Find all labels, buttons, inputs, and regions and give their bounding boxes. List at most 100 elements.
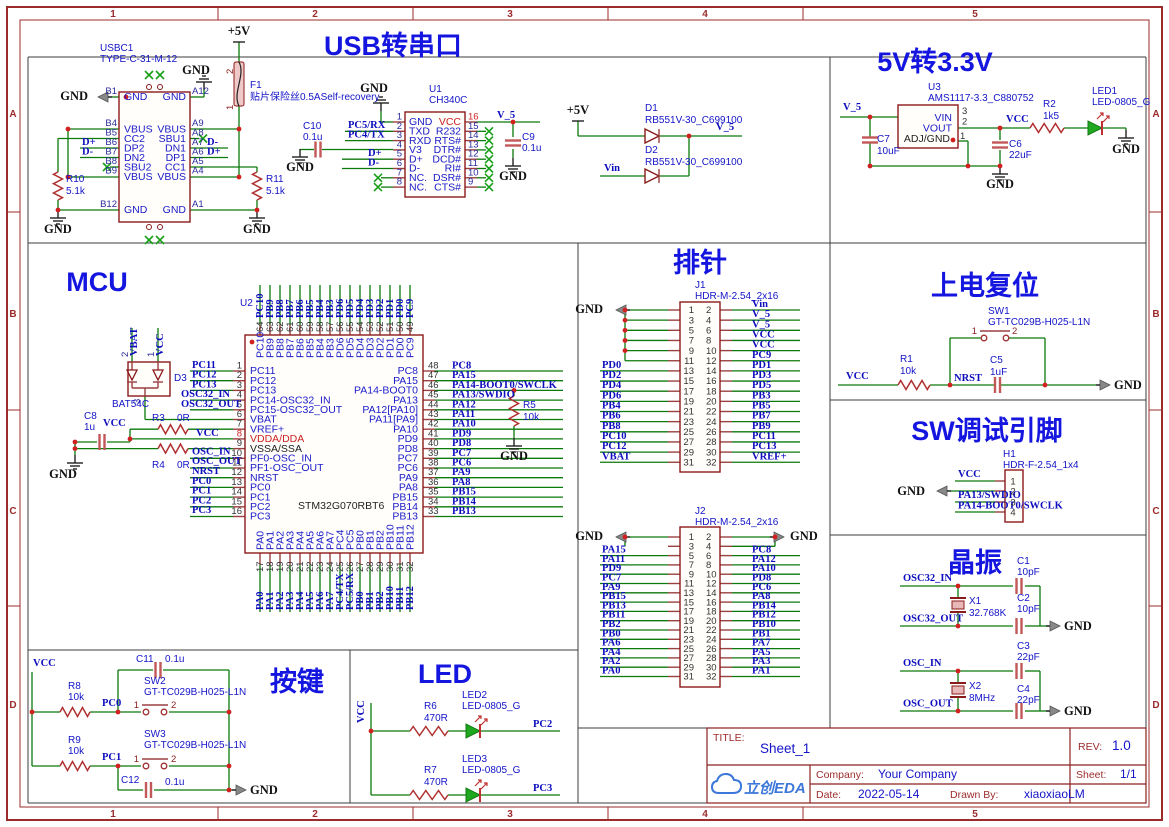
ref-value-label[interactable]: C6 [1009, 139, 1022, 150]
component-body[interactable] [679, 526, 721, 688]
power-net-label[interactable]: +5V [228, 24, 250, 38]
switch-contact[interactable] [160, 708, 168, 716]
net-label[interactable]: PA13/SWDIO [958, 490, 1021, 501]
ref-value-label[interactable]: D1 [645, 103, 658, 114]
net-label[interactable]: Vin [604, 163, 620, 174]
net-label[interactable]: VCC [103, 418, 126, 429]
ref-value-label[interactable]: C5 [990, 355, 1003, 366]
net-label[interactable]: PA7 [325, 592, 336, 610]
net-label[interactable]: PD1 [385, 299, 396, 318]
ref-value-label[interactable]: LED2 [462, 690, 487, 701]
net-label[interactable]: OSC32_OUT [181, 399, 241, 410]
net-label[interactable]: PC0 [192, 476, 211, 487]
net-label[interactable]: PA10 [452, 419, 476, 430]
ref-value-label[interactable]: X1 [969, 596, 982, 607]
ref-value-label[interactable]: U3 [928, 82, 941, 93]
net-label[interactable]: PB13 [602, 600, 626, 611]
net-label[interactable]: VCC [33, 658, 56, 669]
net-label[interactable]: PC7 [452, 448, 471, 459]
net-label[interactable]: VCC [846, 371, 869, 382]
net-label[interactable]: PA0 [255, 592, 266, 610]
ref-value-label[interactable]: AMS1117-3.3_C880752 [928, 93, 1034, 104]
net-label[interactable]: PB12 [752, 610, 776, 621]
ref-value-label[interactable]: R6 [424, 701, 437, 712]
net-label[interactable]: VCC [958, 469, 981, 480]
power-net-label[interactable]: GND [1064, 704, 1092, 718]
section-title[interactable]: LED [418, 659, 472, 689]
ref-value-label[interactable]: U1 [429, 84, 442, 95]
power-net-label[interactable]: GND [286, 160, 314, 174]
net-label[interactable]: PC1 [192, 486, 211, 497]
net-label[interactable]: PC12 [602, 441, 627, 452]
net-label[interactable]: PB2 [375, 591, 386, 610]
section-title[interactable]: 晶振 [948, 548, 1002, 578]
net-label[interactable]: OSC32_IN [181, 389, 230, 400]
gnd-arrow-symbol[interactable] [1099, 379, 1111, 391]
ref-value-label[interactable]: HDR-F-2.54_1x4 [1003, 460, 1079, 471]
net-label[interactable]: PA13/SWDIO [452, 390, 515, 401]
net-label[interactable]: PB1 [752, 628, 771, 639]
net-label[interactable]: PC10 [255, 294, 266, 319]
ref-value-label[interactable]: 470R [424, 777, 448, 788]
net-label[interactable]: PA9 [602, 582, 620, 593]
net-label[interactable]: Vin [752, 299, 768, 310]
net-label[interactable]: PA12 [452, 399, 476, 410]
power-net-label[interactable]: GND [1064, 619, 1092, 633]
ref-value-label[interactable]: 10k [68, 746, 85, 757]
net-label[interactable]: V_5 [752, 309, 770, 320]
net-label[interactable]: PA15 [602, 545, 626, 556]
ref-value-label[interactable]: GT-TC029B-H025-L1N [144, 740, 246, 751]
net-label[interactable]: V_5 [843, 102, 861, 113]
net-label[interactable]: PD9 [452, 428, 471, 439]
power-net-label[interactable]: GND [575, 302, 603, 316]
net-label[interactable]: VCC [1006, 114, 1029, 125]
net-label[interactable]: VREF+ [752, 451, 787, 462]
net-label[interactable]: PC8 [752, 545, 771, 556]
ref-value-label[interactable]: 1u [84, 422, 95, 433]
net-label[interactable]: PA11 [452, 409, 475, 420]
net-label[interactable]: PC5/RX [345, 572, 356, 610]
ref-value-label[interactable]: 1uF [990, 367, 1007, 378]
ref-value-label[interactable]: 贴片保险丝0.5ASelf-recovery [250, 90, 379, 103]
switch-contact[interactable] [980, 334, 988, 342]
power-net-label[interactable]: GND [360, 81, 388, 95]
diode[interactable] [644, 167, 661, 185]
net-label[interactable]: PB7 [752, 411, 771, 422]
ref-value-label[interactable]: R5 [523, 400, 536, 411]
ref-value-label[interactable]: HDR-M-2.54_2x16 [695, 291, 779, 302]
net-label[interactable]: NRST [192, 466, 220, 477]
net-label[interactable]: PD4 [355, 298, 366, 318]
net-label[interactable]: PD3 [752, 370, 771, 381]
net-label[interactable]: PD1 [752, 360, 771, 371]
resistor[interactable] [51, 171, 65, 201]
net-label[interactable]: VCC [155, 333, 166, 356]
net-label[interactable]: PA4 [602, 647, 621, 658]
net-label[interactable]: PB5 [752, 401, 771, 412]
net-label[interactable]: PB3 [325, 299, 336, 318]
net-label[interactable]: PC11 [192, 360, 216, 371]
net-label[interactable]: PB3 [752, 390, 771, 401]
ref-value-label[interactable]: BAT54C [112, 399, 149, 410]
ref-value-label[interactable]: R4 [152, 460, 165, 471]
resistor[interactable] [157, 423, 189, 436]
net-label[interactable]: PB8 [602, 421, 621, 432]
net-label[interactable]: PD9 [602, 563, 621, 574]
ref-value-label[interactable]: R9 [68, 735, 81, 746]
ref-value-label[interactable]: R2 [1043, 99, 1056, 110]
ref-value-label[interactable]: SW3 [144, 729, 166, 740]
ref-value-label[interactable]: RB551V-30_C699100 [645, 157, 743, 168]
ref-value-label[interactable]: 5.1k [66, 186, 86, 197]
ref-value-label[interactable]: 0R [177, 413, 190, 424]
net-label[interactable]: PA6 [602, 638, 620, 649]
ref-value-label[interactable]: 22pF [1017, 695, 1040, 706]
net-label[interactable]: NRST [954, 373, 982, 384]
net-label[interactable]: PA6 [315, 592, 326, 610]
net-label[interactable]: PA7 [752, 638, 770, 649]
switch-contact[interactable] [160, 762, 168, 770]
component-body[interactable] [244, 334, 424, 554]
net-label[interactable]: PB14 [452, 496, 477, 507]
net-label[interactable]: PB0 [602, 628, 621, 639]
ref-value-label[interactable]: R3 [152, 413, 165, 424]
net-label[interactable]: PD8 [752, 573, 771, 584]
net-label[interactable]: PA14-BOOT0/SWCLK [958, 501, 1064, 512]
